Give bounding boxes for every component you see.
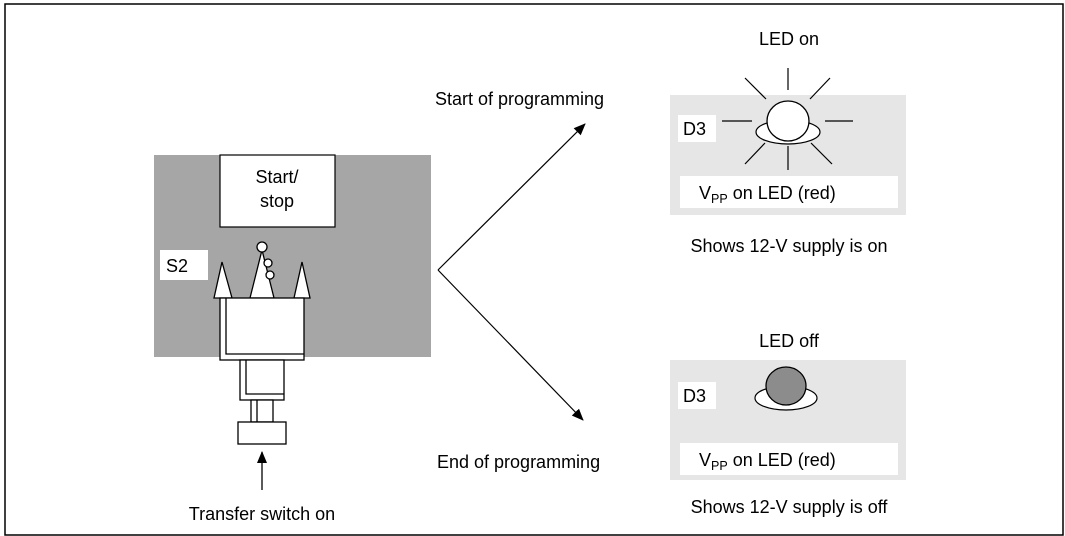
switch-lever-bead-2: [265, 270, 275, 280]
led-off-label: LED off: [759, 331, 820, 351]
diagram-frame: [4, 3, 1064, 536]
switch-shaft: [239, 359, 285, 401]
switch-pushbutton: [237, 421, 287, 445]
led-on-id-box: [678, 115, 716, 142]
led-on-vpp-label: VPP on LED (red): [699, 183, 836, 206]
switch-lever-knob: [256, 241, 268, 253]
start-stop-label-line2: stop: [260, 191, 294, 211]
start-stop-label-line1: Start/: [255, 167, 298, 187]
led-off-id-box: [678, 382, 716, 409]
led-off-note: Shows 12-V supply is off: [691, 497, 889, 517]
end-programming-label: End of programming: [437, 452, 600, 472]
start-branch-arrow: [437, 123, 586, 271]
led-off-id: D3: [683, 386, 706, 406]
switch-stem: [250, 399, 274, 423]
led-rays: [722, 68, 853, 170]
led-on-label: LED on: [759, 29, 819, 49]
switch-body: [219, 297, 305, 361]
led-off-vpp-box: [680, 443, 898, 475]
led-off-icon: [765, 366, 807, 406]
led-on-vpp-box: [680, 176, 898, 208]
transfer-switch[interactable]: [213, 241, 311, 445]
led-on-note: Shows 12-V supply is on: [690, 236, 887, 256]
start-stop-label-box: [219, 154, 336, 228]
led-off-vpp-label: VPP on LED (red): [699, 450, 836, 473]
led-on-icon: [766, 100, 810, 142]
switch-body-inner-line: [225, 298, 304, 355]
start-programming-label: Start of programming: [435, 89, 604, 109]
switch-lever-bead-1: [263, 258, 273, 268]
switch-shaft-inner-line: [245, 360, 284, 395]
switch-id-box: [160, 250, 208, 280]
switch-id-label: S2: [166, 256, 188, 276]
end-branch-arrow: [437, 269, 584, 421]
transfer-caption: Transfer switch on: [189, 504, 335, 524]
led-on-id: D3: [683, 119, 706, 139]
